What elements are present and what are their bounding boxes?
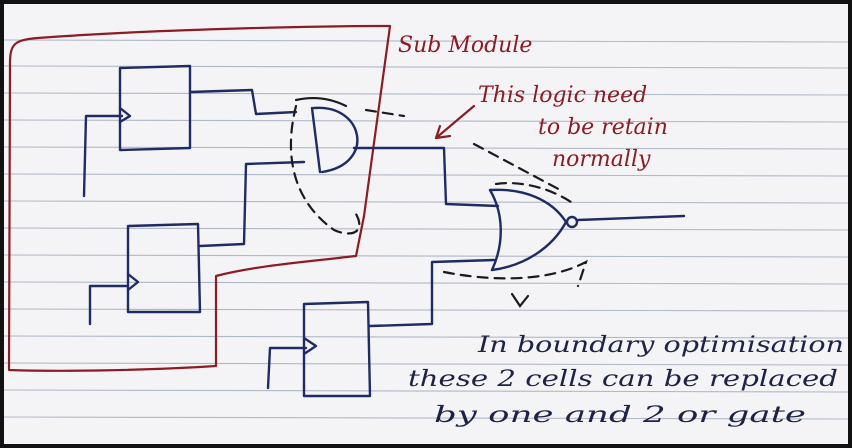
flip-flop-2 [88, 160, 306, 326]
sketch-canvas: Sub Module This logic need to be retain … [4, 24, 848, 428]
sub-module-label: Sub Module [398, 33, 532, 58]
boundary-note-line2: these 2 cells can be replaced [408, 367, 838, 392]
sub-module-boundary [7, 24, 392, 372]
logic-note-line1: This logic need [478, 83, 647, 108]
flip-flop-1 [82, 64, 298, 198]
boundary-note-line1: In boundary optimisation [477, 333, 844, 358]
boundary-note-line3: by one and 2 or gate [434, 403, 806, 428]
gate-inside-module [289, 96, 406, 235]
wire-gate-to-or [352, 146, 500, 208]
flip-flop-3 [266, 258, 496, 398]
or-gate [442, 182, 686, 308]
note-arrow [434, 104, 566, 194]
logic-note-line3: normally [552, 147, 651, 172]
ruled-lines [4, 39, 848, 420]
logic-note-line2: to be retain [538, 115, 668, 140]
